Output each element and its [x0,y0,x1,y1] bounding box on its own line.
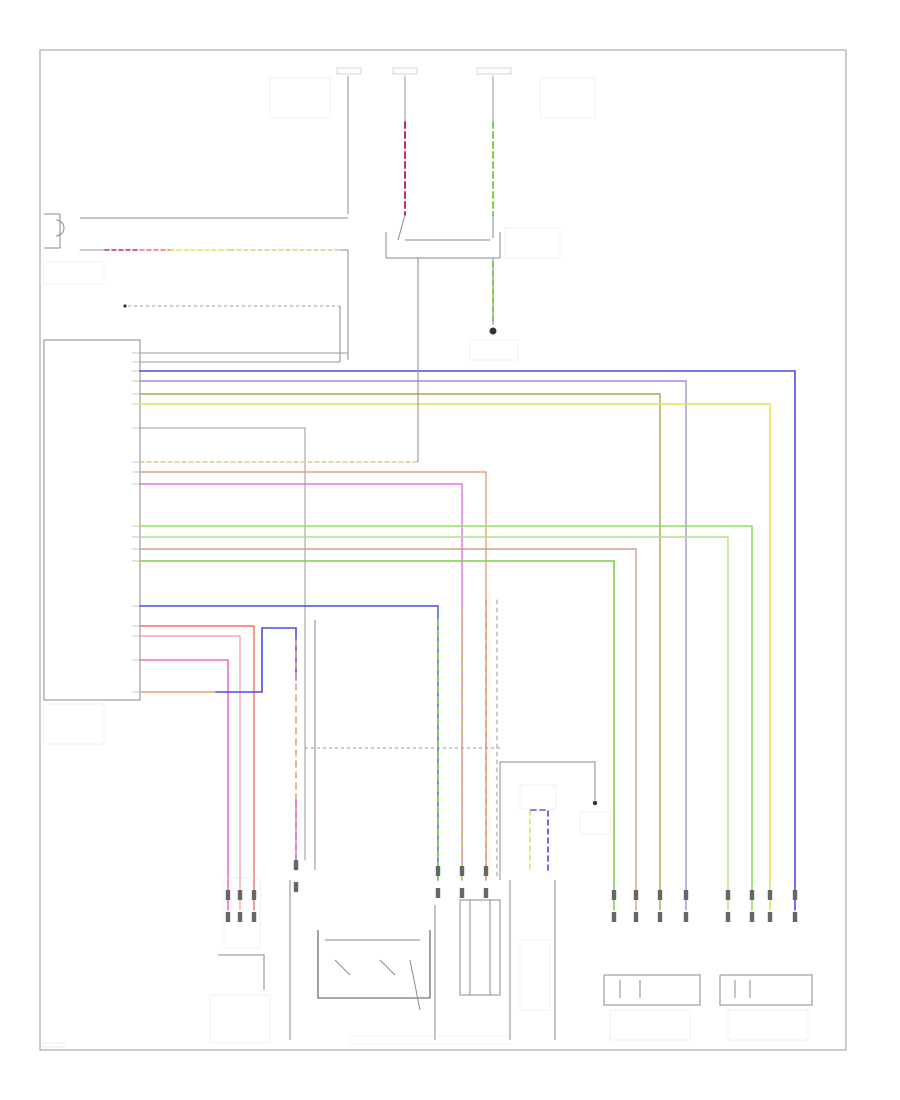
top-power-sources [269,67,596,216]
diagram-frame [39,49,847,1051]
cruise-control-ecu-module [43,339,141,745]
connector-pin-icon [633,912,639,922]
connector-pin-icon [749,890,755,900]
connector-pin-icon [767,912,773,922]
pressure-switch [43,213,349,362]
connector-pin-icon [225,912,231,922]
ecu-pin-labels [132,352,140,693]
connector-pin-icon [435,866,441,876]
connector-pin-icons [225,860,798,922]
connector-pin-icon [633,890,639,900]
ecu-output-wires [139,352,796,911]
connector-pin-icon [683,890,689,900]
connector-pin-icon [237,912,243,922]
connector-pin-icon [293,882,299,892]
ground-symbol-icon [489,327,497,335]
page-marker [41,1042,65,1048]
connector-pin-icon [225,890,231,900]
connector-pin-icon [683,912,689,922]
connector-pin-icon [725,912,731,922]
connector-pin-icon [792,890,798,900]
stoplight-switch-area [499,761,611,1040]
connector-pin-icon [293,860,299,870]
connector-pin-icon [237,890,243,900]
connector-pin-icon [251,890,257,900]
right-connector-b [719,974,813,1041]
connector-pin-icon [251,912,257,922]
connector-pin-icon [459,866,465,876]
connector-pin-icon [483,866,489,876]
lower-left-sensor-connector [209,877,271,1044]
connector-pin-icon [657,890,663,900]
connector-pin-icon [611,890,617,900]
connector-pin-icon [792,912,798,922]
connector-pin-icon [435,888,441,898]
right-connector-a [603,974,701,1041]
connector-pin-icon [459,888,465,898]
cruise-control-main-switch [289,880,511,1045]
connector-pin-icon [657,912,663,922]
cruise-control-switch-assembly [385,214,561,361]
connector-pin-icon [767,890,773,900]
connector-pin-icon [749,912,755,922]
connector-pin-icon [611,912,617,922]
central-wire-bundle [295,599,500,881]
connector-pin-icon [725,890,731,900]
connector-pin-icon [483,888,489,898]
